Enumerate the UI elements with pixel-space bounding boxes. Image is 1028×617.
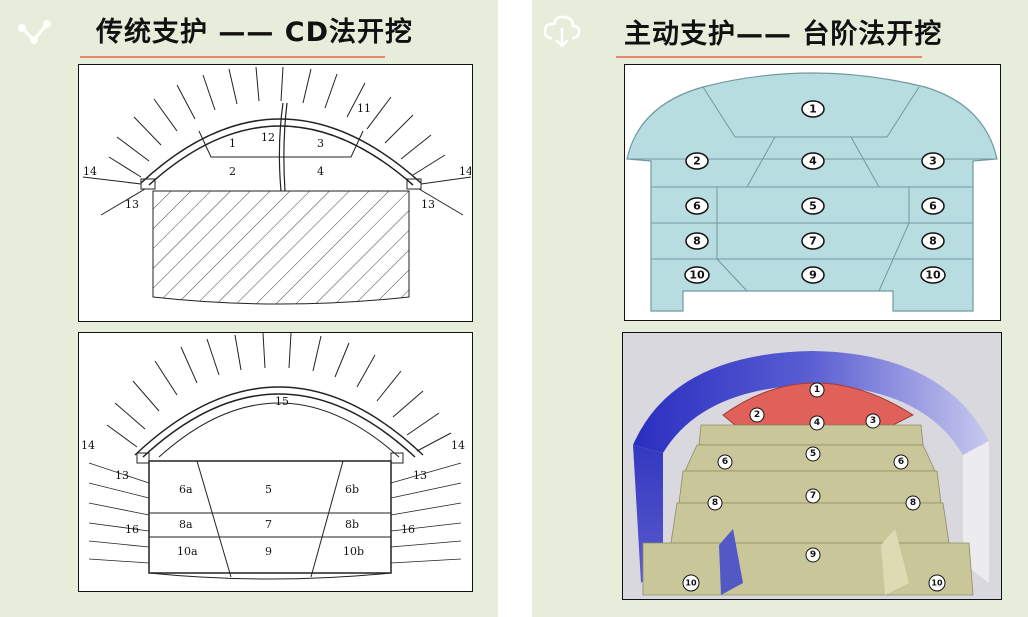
step3d-6-right: 6 [898, 457, 904, 467]
step3d-8-left: 8 [712, 498, 718, 508]
label-14-right: 14 [451, 439, 465, 452]
label-13-left: 13 [115, 469, 129, 482]
label-2: 2 [229, 165, 236, 178]
step3d-8-right: 8 [910, 498, 916, 508]
label-13-left: 13 [125, 198, 139, 211]
left-title-underline [80, 56, 385, 58]
step-2: 2 [693, 155, 701, 168]
step3d-9: 9 [810, 550, 816, 560]
step3d-1: 1 [814, 385, 820, 395]
step-5: 5 [809, 200, 817, 213]
step3d-5: 5 [810, 449, 816, 459]
bench-method-3d: 1 2 3 4 5 6 6 7 8 8 9 [622, 332, 1002, 600]
step-6-right: 6 [929, 200, 937, 213]
label-13-right: 13 [413, 469, 427, 482]
step3d-2: 2 [754, 410, 760, 420]
label-14-left: 14 [81, 439, 95, 452]
step-1: 1 [809, 103, 817, 116]
step3d-10-right: 10 [931, 579, 943, 588]
bench-method-section: 1 2 3 4 5 6 6 7 8 8 9 [624, 64, 1001, 321]
label-13-right: 13 [421, 198, 435, 211]
step-4: 4 [809, 155, 817, 168]
label-12: 12 [261, 131, 275, 144]
step3d-4: 4 [814, 418, 820, 428]
label-16-left: 16 [125, 523, 139, 536]
panel-gap [498, 0, 532, 617]
step-markers: 1 2 3 4 5 6 6 7 8 8 9 [684, 100, 946, 284]
step3d-3: 3 [870, 416, 876, 426]
label-14-right: 14 [459, 165, 471, 178]
label-11: 11 [357, 102, 371, 115]
share-nodes-icon [18, 20, 51, 44]
step3d-6-left: 6 [722, 457, 728, 467]
step-10-left: 10 [689, 269, 705, 282]
label-1: 1 [229, 137, 236, 150]
rock-bolts [108, 66, 446, 178]
section-5: 5 [265, 483, 272, 496]
section-8a: 8a [179, 518, 193, 531]
step-9: 9 [809, 269, 817, 282]
label-15: 15 [275, 395, 289, 408]
cloud-download-icon [543, 15, 581, 48]
step-markers-3d: 1 2 3 4 5 6 6 7 8 8 9 [682, 382, 946, 592]
section-6b: 6b [345, 483, 359, 496]
section-10a: 10a [177, 545, 198, 558]
step-7: 7 [809, 235, 817, 248]
label-16-right: 16 [401, 523, 415, 536]
section-10b: 10b [343, 545, 364, 558]
step-3: 3 [929, 155, 937, 168]
label-3: 3 [317, 137, 324, 150]
section-7: 7 [265, 518, 272, 531]
section-6a: 6a [179, 483, 193, 496]
right-title: 主动支护—— 台阶法开挖 [624, 19, 943, 50]
step-10-right: 10 [925, 269, 941, 282]
step3d-7: 7 [810, 491, 816, 501]
left-title: 传统支护 —— CD法开挖 [96, 17, 414, 48]
label-14-left: 14 [83, 165, 97, 178]
cd-method-figure: 1 2 3 4 11 12 13 13 14 14 [78, 64, 473, 322]
step3d-10-left: 10 [685, 579, 697, 588]
section-8b: 8b [345, 518, 359, 531]
label-4: 4 [317, 165, 324, 178]
step-6-left: 6 [693, 200, 701, 213]
right-title-underline [616, 56, 922, 58]
cd-sequence-figure: 15 13 13 14 14 16 16 5 6a 6b 7 8a 8b 9 1… [78, 332, 473, 592]
step-8-left: 8 [693, 235, 701, 248]
section-9: 9 [265, 545, 272, 558]
step-8-right: 8 [929, 235, 937, 248]
right-panel: 主动支护—— 台阶法开挖 1 2 3 4 [532, 0, 1028, 617]
left-panel: 传统支护 —— CD法开挖 [0, 0, 498, 617]
rock-bolts [106, 333, 452, 452]
